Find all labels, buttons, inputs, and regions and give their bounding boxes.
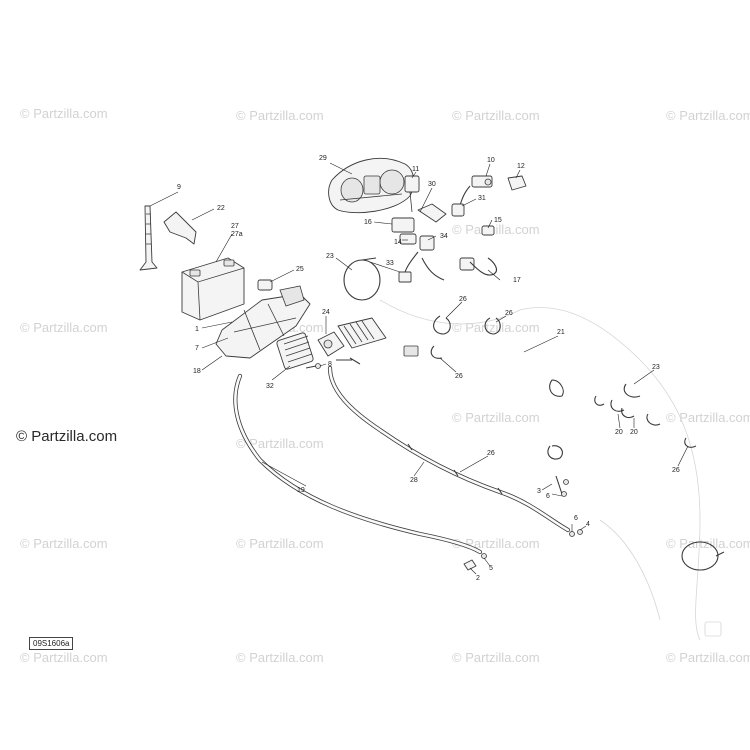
watermark-tile: © Partzilla.com	[666, 410, 750, 425]
instrument-cluster	[328, 157, 415, 214]
fuse	[257, 279, 273, 291]
partzilla-watermark: © Partzilla.com	[16, 428, 118, 445]
callout-27a: 27a	[231, 231, 243, 238]
callout-27: 27	[231, 223, 239, 230]
callout-32: 32	[266, 383, 274, 390]
callout-24: 24	[322, 309, 330, 316]
voltage-regulator	[276, 332, 314, 370]
callout-6-a: 6	[546, 493, 550, 500]
callout-26-a: 26	[459, 296, 467, 303]
callout-7: 7	[195, 345, 199, 352]
callout-18: 18	[193, 368, 201, 375]
watermark-tile: © Partzilla.com	[452, 650, 540, 665]
callout-2: 2	[476, 575, 480, 582]
callout-19: 19	[297, 487, 305, 494]
watermark-tile: © Partzilla.com	[666, 650, 750, 665]
callout-33: 33	[386, 260, 394, 267]
callout-16: 16	[364, 219, 372, 226]
watermark-tile: © Partzilla.com	[20, 536, 108, 551]
watermark-tile: © Partzilla.com	[452, 410, 540, 425]
callout-21: 21	[557, 329, 565, 336]
callout-26-c: 26	[455, 373, 463, 380]
watermark-tile: © Partzilla.com	[236, 436, 324, 451]
watermark-tile: © Partzilla.com	[20, 106, 108, 121]
battery	[181, 257, 245, 321]
battery-strap	[139, 205, 158, 271]
connector-group	[451, 175, 527, 217]
watermark-tile: © Partzilla.com	[452, 222, 540, 237]
battery-tray	[215, 285, 311, 359]
harness-connectors	[391, 217, 445, 283]
electronic-module	[337, 317, 419, 357]
callout-25: 25	[296, 266, 304, 273]
callout-28: 28	[410, 477, 418, 484]
callout-34: 34	[440, 233, 448, 240]
callout-26-b: 26	[505, 310, 513, 317]
clamps-26	[430, 315, 501, 359]
watermark-tile: © Partzilla.com	[666, 108, 750, 123]
callout-4: 4	[586, 521, 590, 528]
hardware-small	[463, 445, 583, 571]
callout-22: 22	[217, 205, 225, 212]
watermark-tile: © Partzilla.com	[236, 536, 324, 551]
callout-5: 5	[489, 565, 493, 572]
relay	[317, 331, 345, 357]
watermark-tile: © Partzilla.com	[236, 108, 324, 123]
switch-assembly	[404, 175, 447, 223]
ghost-outline	[379, 299, 722, 641]
callout-15: 15	[494, 217, 502, 224]
callout-8: 8	[328, 361, 332, 368]
callout-26-e: 26	[487, 450, 495, 457]
callout-17: 17	[513, 277, 521, 284]
watermark-tile: © Partzilla.com	[452, 108, 540, 123]
loop-cable-23	[343, 257, 381, 301]
callout-6-b: 6	[574, 515, 578, 522]
callout-20-b: 20	[630, 429, 638, 436]
callout-29: 29	[319, 155, 327, 162]
callout-10: 10	[487, 157, 495, 164]
callout-12: 12	[517, 163, 525, 170]
callout-labels: 29 11 10 12 30 31 16 14 15 34 33 17 23 9…	[177, 155, 680, 582]
bolt-8	[305, 363, 321, 369]
callout-3: 3	[537, 488, 541, 495]
watermark-tile: © Partzilla.com	[236, 650, 324, 665]
callout-31: 31	[478, 195, 486, 202]
clamps-20-23	[549, 379, 697, 448]
bracket-22	[163, 211, 197, 245]
watermark-tile: © Partzilla.com	[20, 650, 108, 665]
callout-1: 1	[195, 326, 199, 333]
wire-loop	[681, 541, 725, 571]
callout-20-a: 20	[615, 429, 623, 436]
safety-lanyard	[459, 225, 497, 276]
watermark-tile: © Partzilla.com	[20, 320, 108, 335]
callout-9: 9	[177, 184, 181, 191]
cable-19	[233, 373, 483, 555]
callout-23-right: 23	[652, 364, 660, 371]
callout-14: 14	[394, 239, 402, 246]
leader-lines	[149, 162, 689, 575]
watermark-tile: © Partzilla.com	[452, 320, 540, 335]
callout-11: 11	[412, 166, 419, 173]
cable-28	[327, 357, 571, 533]
callout-30: 30	[428, 181, 436, 188]
callout-26-d: 26	[672, 467, 680, 474]
callout-23-top: 23	[326, 253, 334, 260]
diagram-code: 09S1606a	[29, 637, 74, 650]
